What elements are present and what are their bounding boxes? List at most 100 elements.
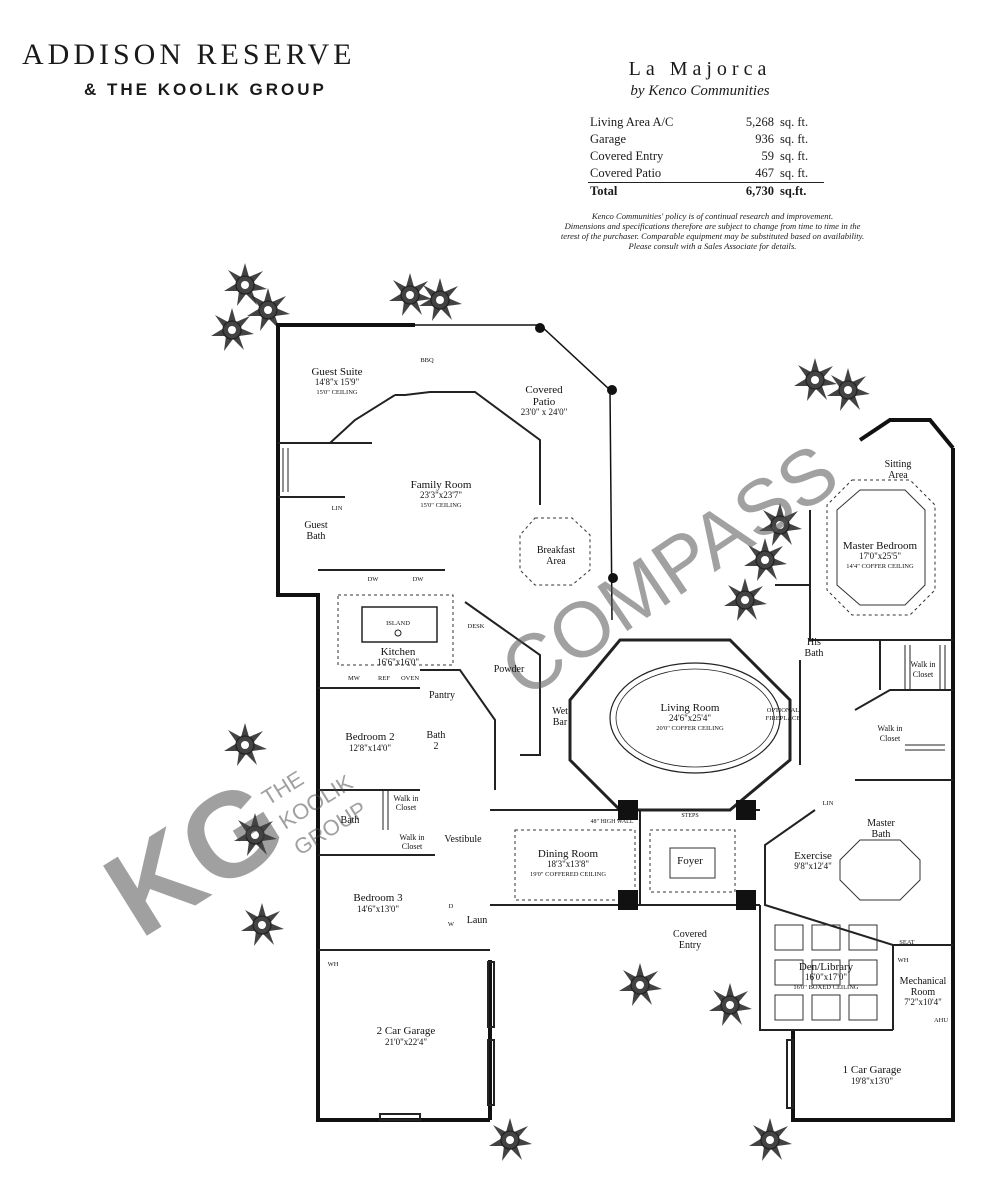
walkin-closet-name: Walk in <box>911 660 936 669</box>
disclaimer-line: Kenco Communities' policy is of continua… <box>591 211 834 221</box>
area-row: Covered Patio 467 sq. ft. <box>588 165 824 183</box>
dw-label: DW <box>368 576 380 583</box>
den-library-dims: 16'0"x17'0" <box>805 972 847 982</box>
model-builder: by Kenco Communities <box>630 83 770 99</box>
guest-suite-dims: 14'8"x 15'9" <box>315 377 360 387</box>
family-room-name: Family Room <box>411 479 472 491</box>
kitchen-island <box>361 606 438 643</box>
garage1-dims: 19'8"x13'0" <box>851 1076 893 1086</box>
seat-label: SEAT <box>899 939 915 946</box>
brand-subtitle: & THE KOOLIK GROUP <box>84 80 327 99</box>
area-label: Garage <box>590 132 627 146</box>
exercise-dims: 9'8"x12'4" <box>794 861 832 871</box>
foyer-name: Foyer <box>677 855 703 867</box>
pantry-name: Pantry <box>429 690 455 701</box>
covered-patio-name: Covered <box>525 384 563 396</box>
master-bedroom-name: Master Bedroom <box>843 540 918 552</box>
island-label: ISLAND <box>386 620 410 627</box>
den-library-grid <box>774 924 878 1021</box>
bath2-name: Bath <box>427 730 446 741</box>
master-bedroom-note: 14'4" COFFER CEILING <box>846 563 914 570</box>
walkin-closet-name: Closet <box>402 842 423 851</box>
family-room-dims: 23'3"x23'7" <box>420 490 462 500</box>
his-bath-name: Bath <box>805 648 824 659</box>
area-unit: sq. ft. <box>780 115 809 129</box>
disclaimer-line: Please consult with a Sales Associate fo… <box>628 241 797 251</box>
kitchen-dims: 16'6"x16'0" <box>377 657 419 667</box>
bedroom3-dims: 14'6"x13'0" <box>357 904 399 914</box>
master-bath-name: Master <box>867 818 895 829</box>
mechanical-name: Mechanical <box>900 976 947 987</box>
breakfast-name: Area <box>546 556 566 567</box>
guest-bath-name: Bath <box>307 531 326 542</box>
bath2-name: 2 <box>434 741 439 752</box>
lin-label: LIN <box>332 505 343 512</box>
desk-label: DESK <box>468 623 485 630</box>
area-label: Covered Patio <box>590 166 662 180</box>
sitting-area-name: Sitting <box>885 459 912 470</box>
area-value: 467 <box>755 166 774 180</box>
bedroom2-name: Bedroom 2 <box>345 731 394 743</box>
garage1-name: 1 Car Garage <box>843 1064 902 1076</box>
wet-bar-name: Bar <box>553 717 568 728</box>
oven-label: OVEN <box>401 675 419 682</box>
walkin-closet-name: Closet <box>396 803 417 812</box>
coffer-ceilings <box>337 479 936 901</box>
wh-label: WH <box>898 957 909 964</box>
vestibule-name: Vestibule <box>444 834 482 845</box>
area-label: Living Area A/C <box>590 115 674 129</box>
area-unit: sq. ft. <box>780 132 809 146</box>
disclaimer-line: terest of the purchaser. Comparable equi… <box>560 231 865 241</box>
den-library-note: 16'0" BOXED CEILING <box>793 984 859 991</box>
mw-label: MW <box>348 675 361 682</box>
area-value: 59 <box>761 149 775 163</box>
dining-room-dims: 18'3"x13'8" <box>547 859 589 869</box>
master-bath-name: Bath <box>872 829 891 840</box>
living-room-note: 20'0" COFFER CEILING <box>656 725 724 732</box>
den-library-name: Den/Library <box>799 961 854 973</box>
bath-name: Bath <box>341 815 360 826</box>
living-room-name: Living Room <box>661 702 720 714</box>
interior-walls <box>278 391 953 1031</box>
family-room-note: 15'0" CEILING <box>420 502 461 509</box>
laundry-name: Laun <box>467 915 488 926</box>
master-bedroom-dims: 17'0"x25'5" <box>859 551 901 561</box>
living-room-dims: 24'6"x25'4" <box>669 713 711 723</box>
exercise-name: Exercise <box>794 850 832 862</box>
walkin-closet-name: Walk in <box>878 724 903 733</box>
guest-suite-name: Guest Suite <box>311 366 362 378</box>
mechanical-dims: 7'2"x10'4" <box>904 997 942 1007</box>
wh-label: WH <box>328 961 339 968</box>
exterior-walls <box>276 323 955 1122</box>
garage-doors <box>379 961 794 1121</box>
guest-suite-note: 15'0" CEILING <box>316 389 357 396</box>
covered-patio-dims: 23'0" x 24'0" <box>521 407 568 417</box>
watermark-koolik: KG THE KOOLIK GROUP <box>83 753 371 962</box>
room-labels: Guest Suite 14'8"x 15'9" 15'0" CEILING C… <box>304 366 946 1086</box>
walkin-closet-name: Closet <box>880 734 901 743</box>
island-sink-icon <box>394 629 402 637</box>
sitting-area-name: Area <box>888 470 908 481</box>
fireplace-label: FIREPLACE <box>766 715 801 722</box>
brand-title: ADDISON RESERVE <box>22 38 356 71</box>
area-unit: sq. ft. <box>780 166 809 180</box>
dryer-label: D <box>449 903 454 910</box>
walkin-closet-name: Walk in <box>394 794 419 803</box>
bbq-label: BBQ <box>420 357 434 364</box>
dining-room-wall: 48" HIGH WALL <box>591 819 634 825</box>
garage2-name: 2 Car Garage <box>377 1025 436 1037</box>
living-room-shape <box>568 638 792 812</box>
covered-entry-name: Covered <box>673 929 707 940</box>
lin-label: LIN <box>823 800 834 807</box>
brand-header: ADDISON RESERVE & THE KOOLIK GROUP <box>22 38 355 100</box>
guest-bath-name: Guest <box>304 520 328 531</box>
washer-label: W <box>448 921 455 928</box>
ref-label: REF <box>378 675 390 682</box>
dw-label: DW <box>413 576 425 583</box>
foyer-steps: STEPS <box>681 813 698 819</box>
